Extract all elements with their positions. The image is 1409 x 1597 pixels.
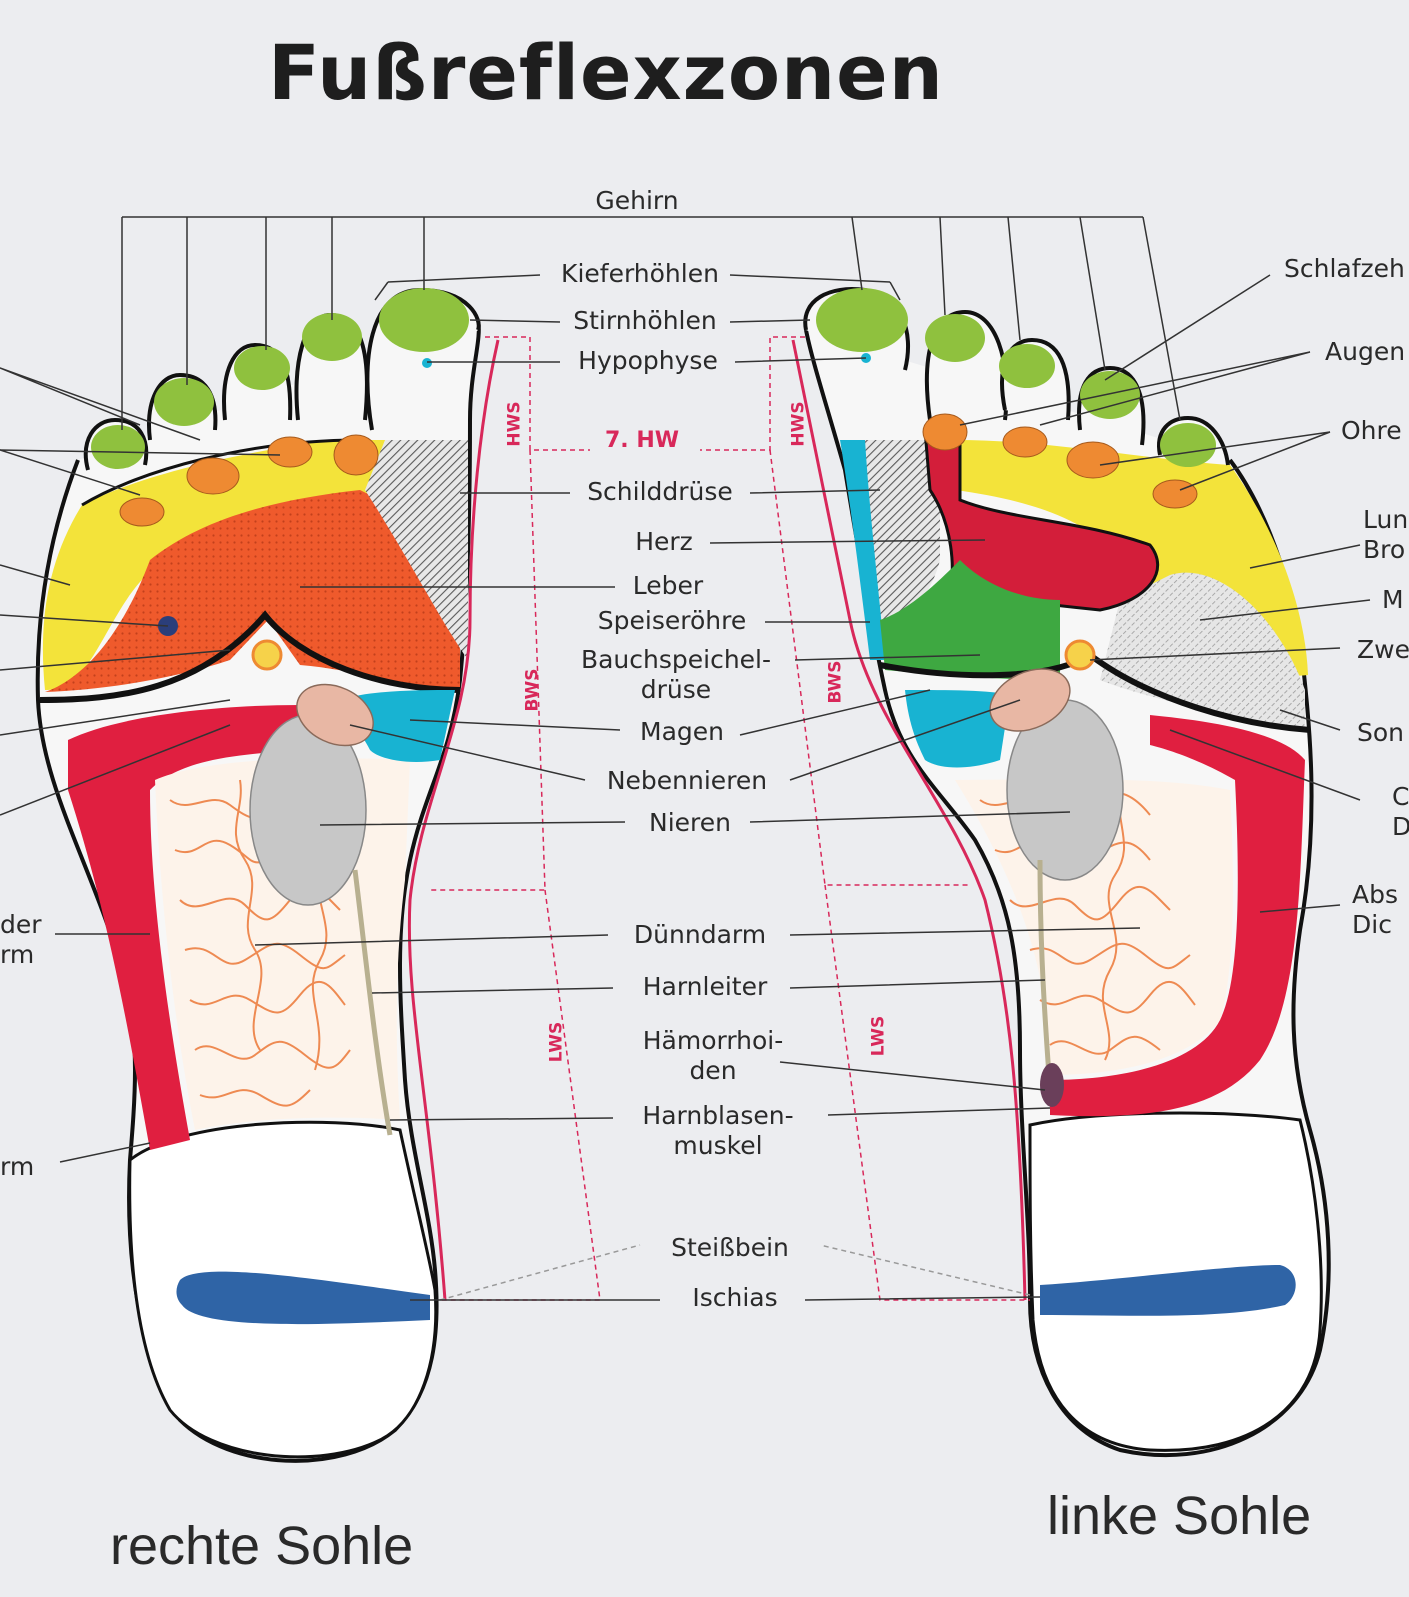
label-gehirn: Gehirn — [595, 186, 679, 215]
left-ureter — [1037, 859, 1053, 1091]
label-son: Son — [1357, 718, 1405, 747]
left-large-intestine — [1050, 715, 1305, 1117]
right-large-intestine — [68, 705, 300, 1150]
label-schlafzeh: Schlafzeh — [1284, 254, 1405, 283]
label-nebennieren: Nebennieren — [606, 766, 768, 795]
label-augen: Augen — [1325, 337, 1406, 366]
label-lun-bro: Lun Bro — [1363, 505, 1409, 564]
right-toes — [83, 287, 481, 527]
label-haemorrhoiden: Hämorrhoi- den — [642, 1026, 784, 1085]
label-abs-dic: Abs Dic — [1352, 880, 1398, 939]
left-hws-label: HWS — [788, 401, 809, 447]
left-adrenal — [989, 668, 1071, 732]
left-stomach — [905, 690, 1010, 768]
label-rm: rm — [0, 1152, 35, 1181]
left-ischias — [1040, 1265, 1296, 1316]
left-toes — [803, 287, 1230, 509]
right-lws-label: LWS — [546, 1021, 567, 1063]
label-schilddruese: Schilddrüse — [587, 477, 733, 506]
left-pancreas — [880, 560, 1060, 680]
label-harnblasenmuskel: Harnblasen- muskel — [642, 1101, 794, 1160]
label-bauchspeicheldruese: Bauchspeichel- drüse — [580, 645, 772, 704]
label-7-hw: 7. HW — [604, 428, 680, 453]
label-leber: Leber — [632, 571, 704, 600]
label-ischias: Ischias — [692, 1283, 778, 1312]
label-nieren: Nieren — [649, 808, 731, 837]
label-kieferhoehlen: Kieferhöhlen — [561, 259, 719, 288]
right-hws-label: HWS — [504, 401, 525, 447]
page-title: Fußreflexzonen — [268, 28, 944, 117]
right-adrenal — [296, 683, 374, 747]
right-liver-zone — [45, 490, 460, 692]
left-lws-label: LWS — [868, 1015, 889, 1057]
left-sole-label: linke Sohle — [1047, 1486, 1312, 1546]
right-diaphragm-line — [39, 610, 461, 703]
label-herz: Herz — [635, 527, 693, 556]
label-der-rm: der rm — [0, 910, 42, 969]
left-thyroid-hatch — [860, 440, 940, 630]
label-steissbein: Steißbein — [671, 1233, 789, 1262]
left-bws-label: BWS — [825, 660, 846, 704]
label-speiseroehre: Speiseröhre — [597, 606, 747, 635]
right-thyroid-hatch — [365, 440, 468, 660]
label-m: M — [1382, 585, 1404, 614]
left-esophagus-cyan — [840, 440, 885, 660]
right-ischias — [176, 1271, 430, 1325]
spine-markers — [407, 336, 1031, 1301]
label-ohre: Ohre — [1341, 416, 1402, 445]
label-magen: Magen — [640, 717, 724, 746]
label-stirnhoehlen: Stirnhöhlen — [573, 306, 717, 335]
label-zwe: Zwe — [1357, 635, 1409, 664]
label-harnleiter: Harnleiter — [642, 972, 768, 1001]
right-ureter — [352, 869, 393, 1136]
leader-lines — [0, 216, 1371, 1301]
label-duenndarm: Dünndarm — [633, 920, 767, 949]
left-sole — [803, 287, 1331, 1458]
right-sole-label: rechte Sohle — [110, 1516, 414, 1576]
right-bws-label: BWS — [522, 668, 543, 712]
label-cd: C D — [1392, 782, 1409, 841]
label-hypophyse: Hypophyse — [578, 346, 718, 375]
left-hemorrhoid-point — [1040, 1063, 1064, 1107]
